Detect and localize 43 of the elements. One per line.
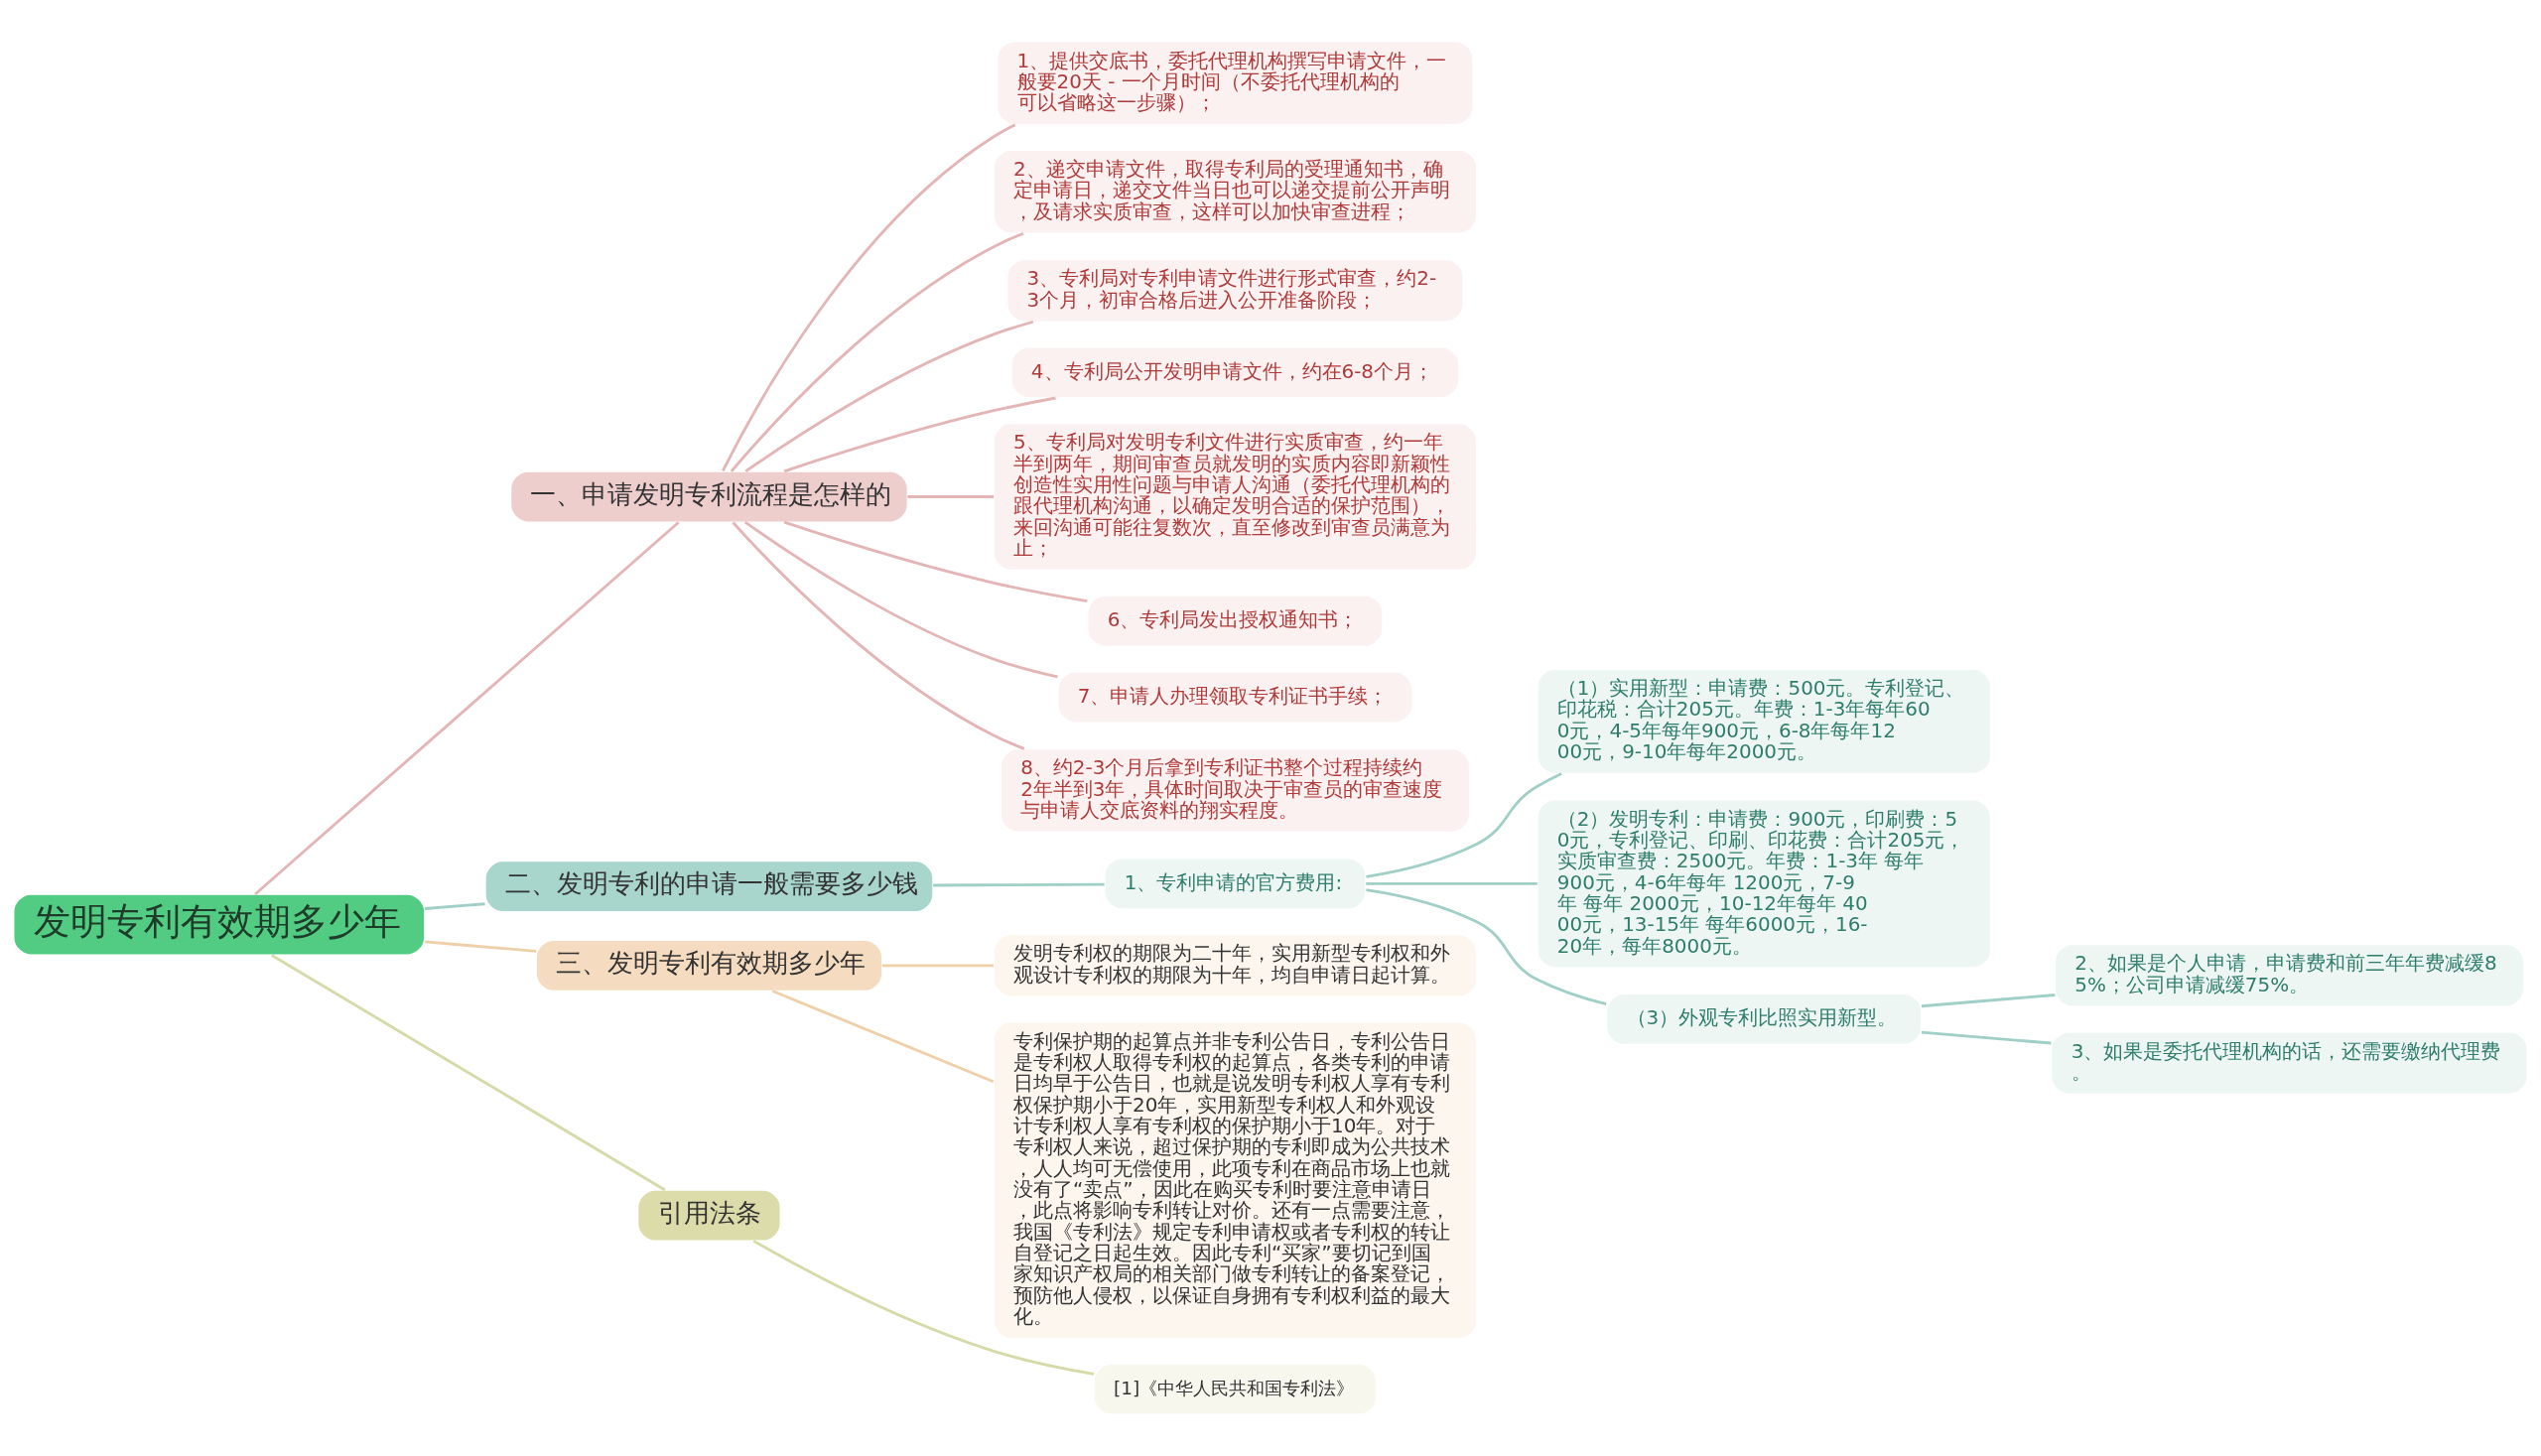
connector [1366,772,1562,878]
connector [425,902,485,910]
node-box: 1、专利申请的官方费用: [1104,858,1367,910]
node-box: 发明专利权的期限为二十年，实用新型专利权和外观设计专利权的期限为十年，均自申请日起计算。 [993,933,1478,997]
node-box: （2）发明专利：申请费：900元，印刷费：50元，专利登记、印刷、印花费：合计205元，实质审查费：2500元。年费：1-3年 每年900元，4-6年每年 1200元，7-9年 每年 2000元，10-12年每年 4000元，13-15年 每年6000元，16-20年，每年8000元。 [1537,799,1992,969]
node-box: 二、发明专利的申请一般需要多少钱 [484,860,934,913]
connector [1921,993,2056,1008]
connector [907,495,995,498]
node-box: 8、约2-3个月后拿到专利证书整个过程持续约2年半到3年，具体时间取决于审查员的审查速度与申请人交底资料的翔实程度。 [1000,747,1471,834]
connector [933,882,1105,887]
node-box: 2、递交申请文件，取得专利局的受理通知书，确定申请日，递交文件当日也可以递交提前公开声明，及请求实质审查，这样可以加快审查进程； [993,149,1478,234]
node-box: 7、申请人办理领取专利证书手续； [1057,671,1413,724]
connector [730,231,1024,472]
node-box: 4、专利局公开发明申请文件，约在6-8个月； [1010,346,1460,399]
connector [732,521,1025,750]
node-box: （1）实用新型：申请费：500元。专利登记、印花税：合计205元。年费：1-3年每年600元，4-5年每年900元，6-8年每年1200元，9-10年每年2000元。 [1537,668,1992,775]
node-box: （3）外观专利比照实用新型。 [1605,993,1923,1046]
connector [425,940,537,953]
connector [783,520,1088,602]
node-box: 5、专利局对发明专利文件进行实质审查，约一年半到两年，期间审查员就发明的实质内容即新颖性创造性实用性问题与申请人沟通（委托代理机构的跟代理机构沟通，以确定发明合适的保护范围），来回沟通可能往复数次，直至修改到审查员满意为止； [993,422,1478,572]
node-box: 引用法条 [636,1189,781,1242]
connector [881,964,994,968]
node-box: 3、专利局对专利申请文件进行形式审查，约2-3个月，初审合格后进入公开准备阶段； [1005,258,1464,323]
connector [743,521,1058,679]
node-box: 3、如果是委托代理机构的话，还需要缴纳代理费。 [2051,1031,2528,1096]
node-box: 专利保护期的起算点并非专利公告日，专利公告日是专利权人取得专利权的起算点，各类专利的申请日均早于公告日，也就是说发明专利权人享有专利权保护期小于20年，实用新型专利权人和外观设计专利权人享有专利权的保护期小于10年。对于专利权人来说，超过保护期的专利即成为公共技术，人人均可无偿使用，此项专利在商品市场上也就没有了“卖点”，因此在购买专利时要注意申请日，此点将影响专利转让对价。还有一点需要注意，我国《专利法》规定专利申请权或者专利权的转让自登记之日起生效。因此专利“买家”要切记到国家知识产权局的相关部门做专利转让的备案登记，预防他人侵权，以保证自身拥有专利权利益的最大化。 [993,1021,1478,1340]
node-box: 一、申请发明专利流程是怎样的 [509,470,909,523]
node-box: 三、发明专利有效期多少年 [535,939,883,993]
connector [1366,881,1538,885]
connector [744,320,1034,473]
connector [783,396,1056,473]
connector [1921,1030,2052,1045]
connector [254,521,680,896]
connector [1366,888,1607,1006]
connector [752,1240,1095,1376]
node-box: 6、专利局发出授权通知书； [1087,595,1384,648]
connector [771,990,995,1084]
node-box: 2、如果是个人申请，申请费和前三年年费减缓85%；公司申请减缓75%。 [2054,943,2525,1007]
node-box: 发明专利有效期多少年 [13,893,426,956]
node-box: 1、提供交底书，委托代理机构撰写申请文件，一般要20天 - 一个月时间（不委托代理机构的可以省略这一步骤）； [997,41,1474,126]
node-box: [1]《中华人民共和国专利法》 [1093,1363,1378,1415]
connector [271,954,666,1192]
connector [722,123,1016,472]
